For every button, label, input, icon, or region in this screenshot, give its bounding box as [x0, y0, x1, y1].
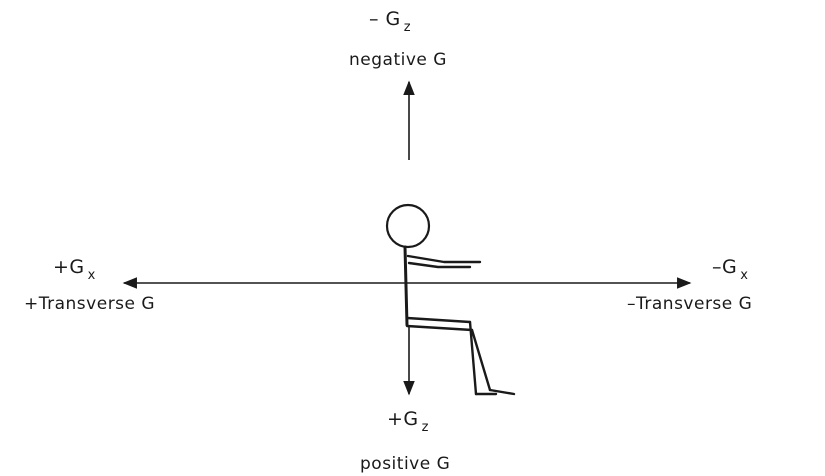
arms — [406, 254, 482, 269]
top-axis-subscript: z — [403, 20, 412, 35]
top-axis-sign: – G — [369, 8, 401, 30]
top-axis-caption: negative G — [349, 50, 447, 70]
right-axis-sign: –G — [712, 256, 738, 278]
right-axis-caption: –Transverse G — [627, 294, 753, 314]
seated-stick-figure — [385, 203, 516, 396]
right-axis-subscript: x — [740, 268, 749, 283]
bottom-axis-caption: positive G — [360, 454, 451, 474]
lower-legs — [468, 320, 492, 396]
bottom-axis-subscript: z — [421, 420, 429, 435]
left-axis-caption: +Transverse G — [24, 294, 156, 314]
feet — [474, 388, 516, 396]
head — [385, 203, 431, 249]
torso — [403, 245, 409, 327]
bottom-axis-sign: +G — [387, 408, 419, 430]
thighs — [405, 316, 474, 332]
left-axis-subscript: x — [87, 268, 96, 283]
left-axis-sign: +G — [53, 256, 85, 278]
